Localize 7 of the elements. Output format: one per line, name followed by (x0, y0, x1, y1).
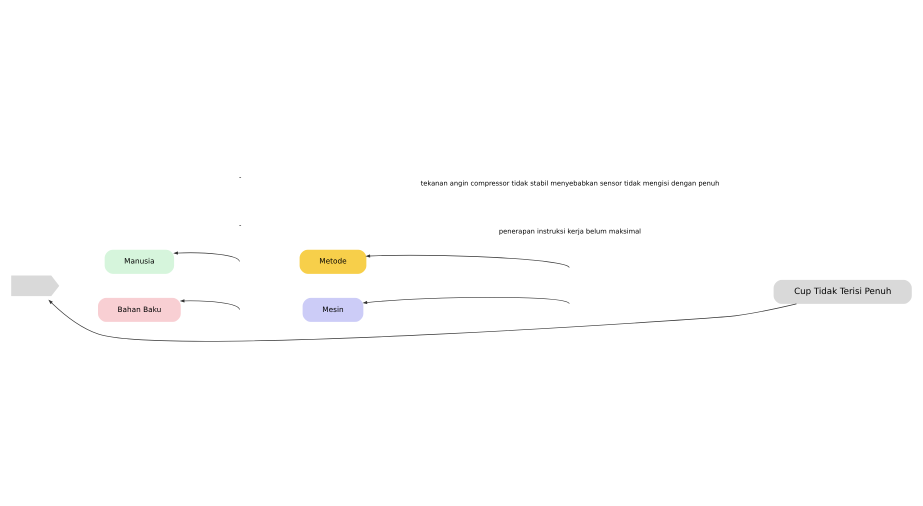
arrow (362, 296, 570, 304)
arrow (48, 299, 797, 341)
arrow (180, 298, 240, 310)
arrow (365, 254, 570, 268)
node-box: Cup Tidak Terisi Penuh (774, 279, 912, 304)
node-chevron (11, 275, 60, 296)
arrow (173, 250, 240, 262)
